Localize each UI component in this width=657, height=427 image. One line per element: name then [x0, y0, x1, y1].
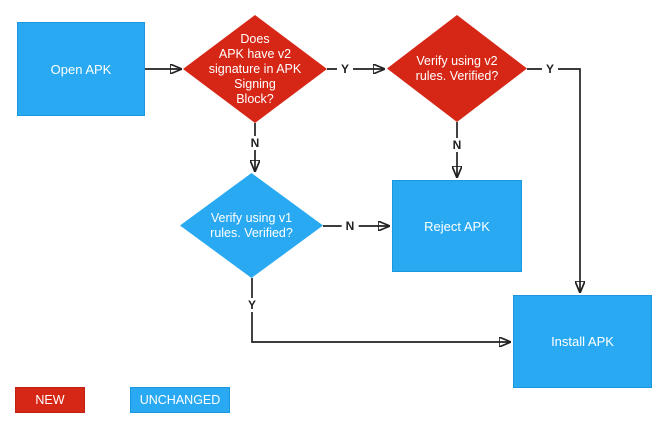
- node-open-apk-label: Open APK: [50, 61, 112, 77]
- edge-label-v1verify-no: N: [341, 219, 359, 233]
- node-decision-v2-signature-label: Does APK have v2 signature in APK Signin…: [208, 31, 302, 106]
- edge-label-v2check-no: N: [246, 136, 264, 150]
- edge-label-v2check-yes: Y: [336, 62, 354, 76]
- node-open-apk: Open APK: [17, 22, 145, 116]
- edge-v2verify-yes-to-install: [527, 68, 580, 292]
- node-reject-apk-label: Reject APK: [424, 218, 490, 234]
- node-install-apk-label: Install APK: [551, 334, 614, 349]
- edge-label-v2verify-no: N: [448, 138, 466, 152]
- node-install-apk: Install APK: [513, 295, 652, 388]
- node-decision-verify-v2-label: Verify using v2 rules. Verified?: [415, 53, 499, 83]
- edge-label-v1verify-yes: Y: [243, 298, 261, 312]
- legend-new-label: NEW: [35, 393, 65, 407]
- edge-label-v2verify-yes: Y: [541, 62, 559, 76]
- node-reject-apk: Reject APK: [392, 180, 522, 272]
- node-decision-verify-v1-label: Verify using v1 rules. Verified?: [210, 210, 293, 240]
- legend-unchanged: UNCHANGED: [130, 387, 230, 413]
- legend-new: NEW: [15, 387, 85, 413]
- legend-unchanged-label: UNCHANGED: [139, 393, 221, 407]
- edge-v1verify-yes-to-install: [251, 278, 510, 342]
